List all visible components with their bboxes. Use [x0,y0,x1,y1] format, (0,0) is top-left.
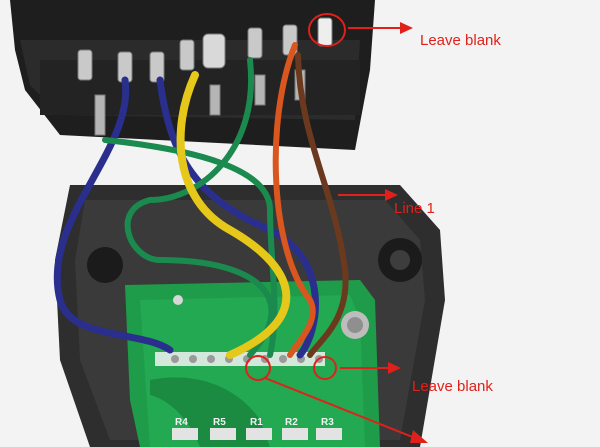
silkscreen-r5: R5 [213,417,226,428]
silkscreen-r3: R3 [321,417,334,428]
line-1-label: Line 1 [394,200,435,217]
silkscreen-r1: R1 [250,417,263,428]
leave-blank-label-top: Leave blank [420,32,501,49]
wires [53,42,349,359]
silkscreen-r2: R2 [285,417,298,428]
annotation-marks [245,13,428,443]
leave-blank-label-bottom: Leave blank [412,378,493,395]
silkscreen-r4: R4 [175,417,188,428]
